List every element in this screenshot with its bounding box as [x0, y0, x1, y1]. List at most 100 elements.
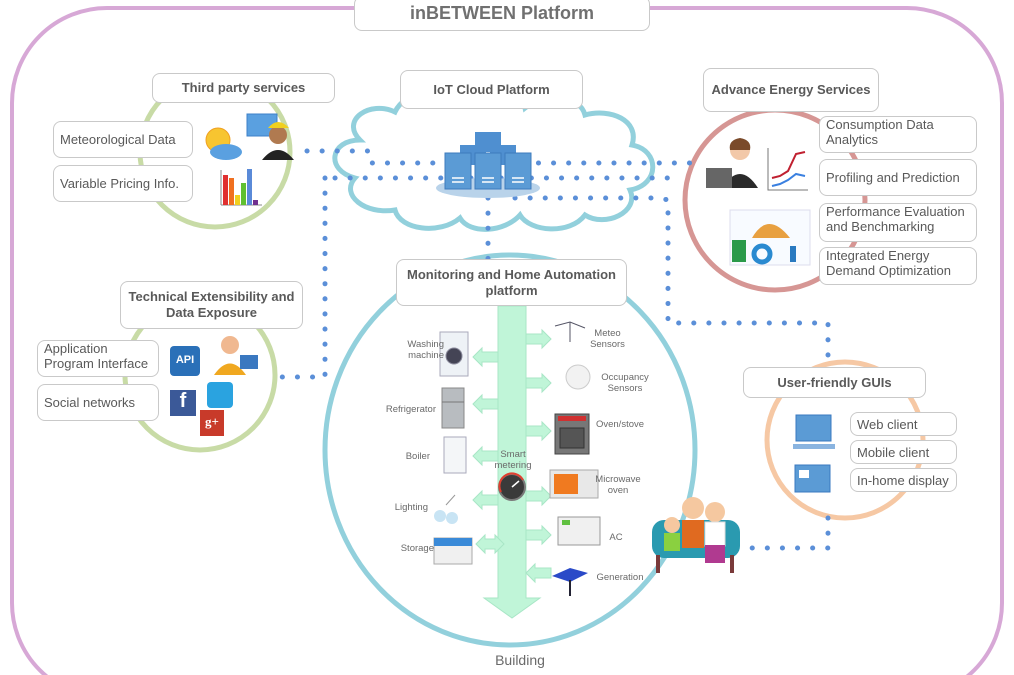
device-label-oven-stove: Oven/stove	[595, 419, 645, 430]
lighting-icon	[434, 494, 458, 524]
arrow-boiler	[472, 445, 499, 467]
item-line1: Social networks	[44, 395, 136, 410]
family-on-sofa-icon	[652, 497, 740, 573]
item-line1: Profiling and Prediction	[826, 170, 960, 185]
dotted-connectors	[272, 148, 831, 551]
smart-metering-label: Smart metering	[493, 449, 533, 471]
arrow-fridge	[472, 393, 499, 415]
battery-icon	[433, 537, 473, 565]
desktop-computer-icon	[793, 414, 835, 449]
technical-extensibility-header: Technical Extensibility and Data Exposur…	[120, 281, 303, 329]
server-cluster-icon	[436, 132, 540, 198]
monitoring-home-automation-header: Monitoring and Home Automation platform	[396, 259, 627, 306]
label-line1: Smart	[500, 449, 526, 460]
label-line2: machine	[408, 350, 444, 361]
twitter-icon	[207, 382, 233, 408]
google-plus-icon	[200, 410, 224, 436]
platform-title: inBETWEEN Platform	[354, 0, 650, 31]
arrow-washing	[472, 346, 499, 368]
device-label-microwave: Microwave oven	[588, 474, 648, 496]
occupancy-sensor-icon	[565, 364, 591, 390]
microwave-icon	[549, 469, 599, 499]
third-party-services-header: Third party services	[152, 73, 335, 103]
meteo-sensor-icon	[554, 321, 586, 342]
profiling-prediction-item: Profiling and Prediction	[819, 159, 977, 196]
web-client-item: Web client	[850, 412, 957, 436]
performance-evaluation-item: Performance Evaluation and Benchmarking	[819, 203, 977, 242]
label-line2: oven	[607, 485, 629, 496]
device-label-washing-machine: Washing machine	[394, 339, 444, 361]
tablet-display-icon	[794, 464, 831, 493]
device-label-boiler: Boiler	[405, 451, 430, 462]
user-friendly-guis-header: User-friendly GUIs	[743, 367, 926, 398]
right-arrows	[525, 328, 552, 584]
dashboard-report-icon	[729, 209, 811, 266]
connector-gui-users	[737, 515, 831, 551]
item-line1: Application	[44, 341, 108, 356]
device-label-generation: Generation	[596, 572, 644, 583]
arrow-oven	[525, 420, 552, 442]
bar-chart-icon	[220, 169, 262, 206]
consumption-analytics-item: Consumption Data Analytics	[819, 116, 977, 153]
device-label-storage: Storage	[400, 543, 434, 554]
mobile-client-item: Mobile client	[850, 440, 957, 464]
item-line2: Demand Optimization	[826, 263, 951, 278]
arrow-occupancy	[525, 372, 552, 394]
analyst-laptop-icon	[706, 138, 758, 188]
advance-energy-services-header: Advance Energy Services	[703, 68, 879, 112]
header-line1: Monitoring and Home Automation	[407, 266, 616, 282]
arrow-generation	[525, 562, 552, 584]
device-icons	[433, 321, 601, 596]
facebook-icon	[170, 390, 196, 416]
label-line2: Sensors	[590, 339, 625, 350]
left-arrows	[472, 346, 505, 555]
arrow-lighting	[472, 489, 499, 511]
connector-cloud-technical	[272, 175, 328, 380]
label-line1: Microwave	[595, 474, 641, 485]
air-conditioner-icon	[557, 516, 601, 546]
smart-meter-gauge-icon	[498, 472, 526, 501]
device-label-refrigerator: Refrigerator	[385, 404, 436, 415]
header-line2: platform	[485, 282, 538, 298]
sun-cloud-icon	[205, 127, 242, 160]
item-line2: Analytics	[826, 132, 879, 147]
line-chart-icon	[767, 148, 808, 191]
variable-pricing-item: Variable Pricing Info.	[53, 165, 193, 202]
refrigerator-icon	[441, 387, 465, 429]
item-line1: Consumption Data	[826, 117, 934, 132]
item-line1: Integrated Energy	[826, 248, 930, 263]
label-line1: Meteo	[594, 328, 621, 339]
device-label-ac: AC	[609, 532, 623, 543]
api-item: Application Program Interface	[37, 340, 159, 377]
oven-icon	[554, 413, 590, 455]
arrow-storage	[475, 533, 505, 555]
device-label-lighting: Lighting	[394, 502, 428, 513]
social-networks-item: Social networks	[37, 384, 159, 421]
item-line1: Performance Evaluation	[826, 204, 965, 219]
arrow-meteo	[525, 328, 552, 350]
arrow-microwave	[525, 485, 552, 507]
iot-cloud-platform-header: IoT Cloud Platform	[400, 70, 583, 109]
solar-panel-icon	[552, 568, 588, 596]
engineer-icon	[246, 113, 294, 160]
facebook-glyph: f	[179, 390, 187, 412]
label-line1: Washing	[407, 339, 444, 350]
device-label-occupancy-sensors: Occupancy Sensors	[596, 372, 654, 394]
google-plus-glyph: g+	[205, 414, 219, 429]
device-label-meteo-sensors: Meteo Sensors	[585, 328, 630, 350]
user-computer-icon	[214, 336, 258, 375]
header-line2: Data Exposure	[165, 305, 258, 320]
building-ring	[322, 252, 698, 648]
api-badge-label: API	[175, 354, 195, 366]
api-icon	[170, 346, 200, 376]
boiler-icon	[443, 436, 467, 474]
connector-thirdparty-cloud	[304, 148, 693, 166]
label-line1: Occupancy	[601, 372, 649, 383]
meteorological-data-item: Meteorological Data	[53, 121, 193, 158]
in-home-display-item: In-home display	[850, 468, 957, 492]
header-line1: Technical Extensibility and	[128, 289, 295, 304]
demand-optimization-item: Integrated Energy Demand Optimization	[819, 247, 977, 285]
arrow-ac	[525, 524, 552, 546]
